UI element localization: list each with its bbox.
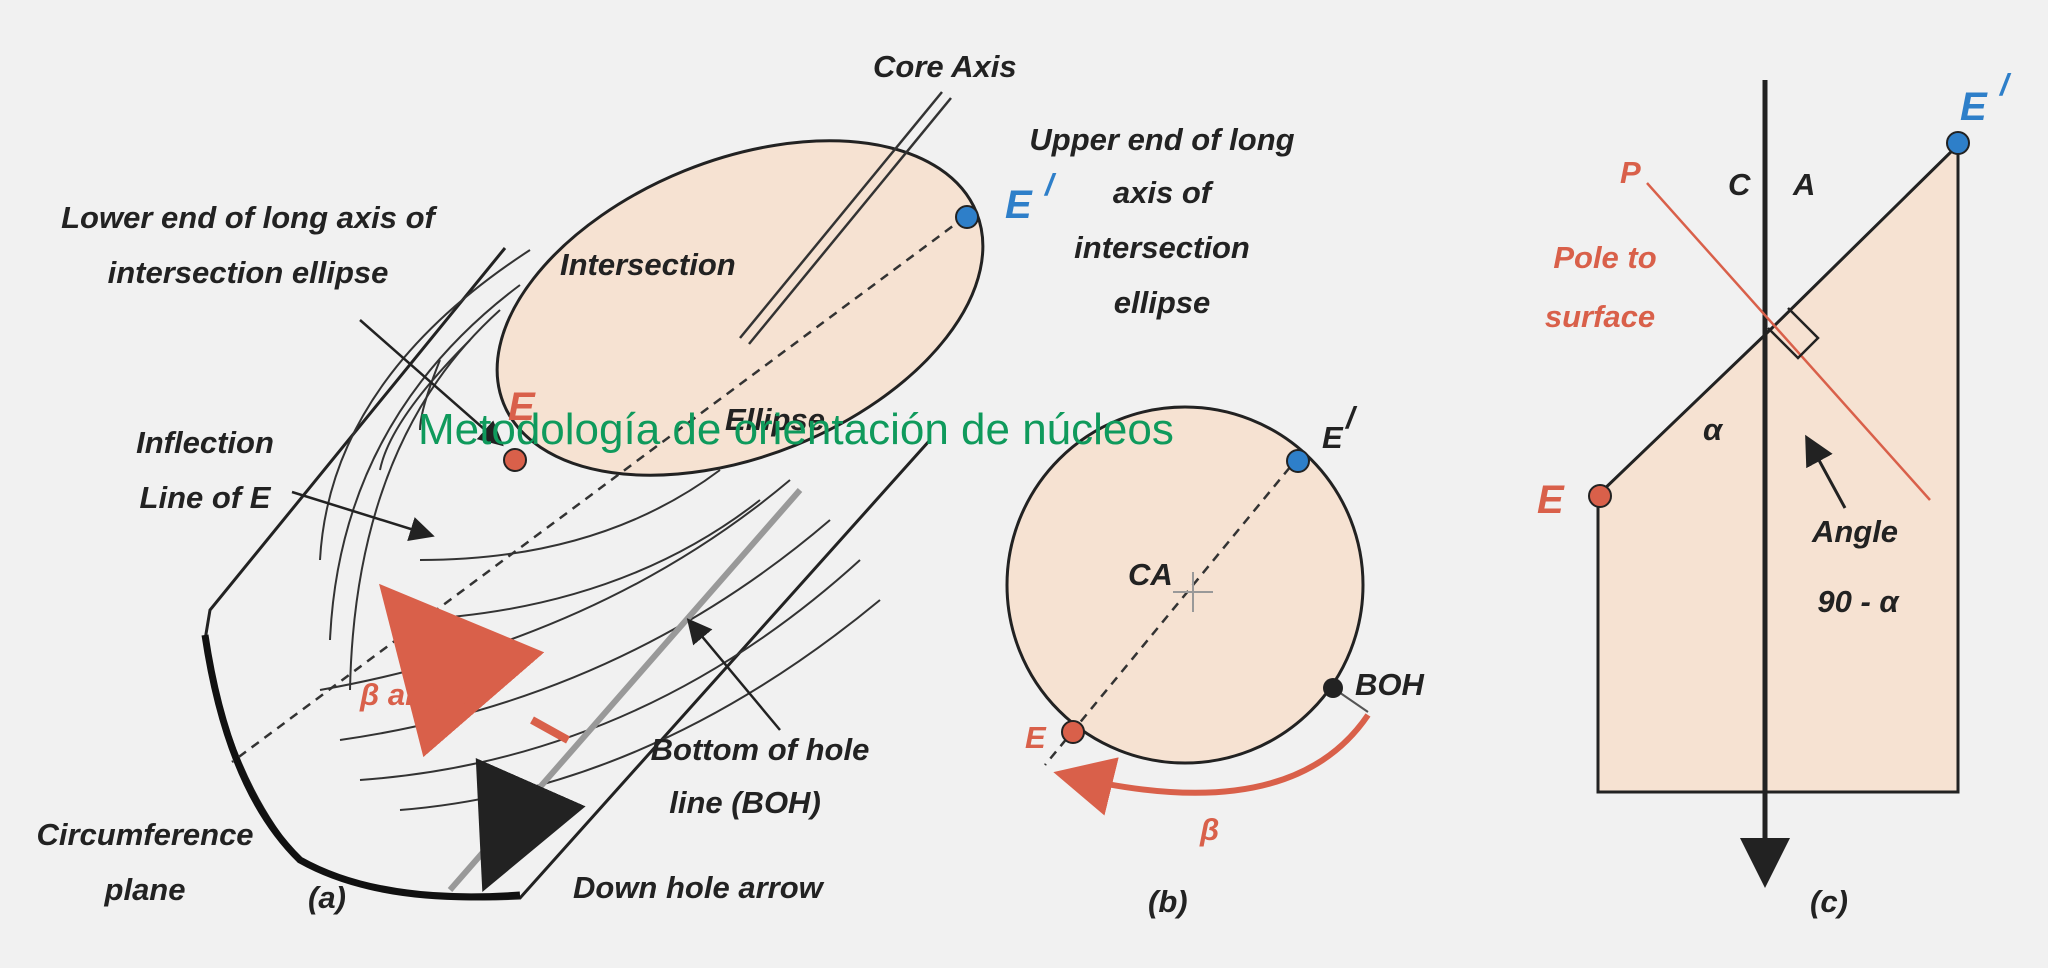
circumference-arcs bbox=[319, 249, 881, 811]
point-e-prime-b bbox=[1286, 449, 1310, 473]
ellipse-label: Ellipse bbox=[725, 402, 825, 437]
right-angle-mark bbox=[1767, 307, 1820, 360]
e-prime-mark-a: / bbox=[1043, 167, 1057, 202]
panel-a: Core Axis Upper end of long axis of inte… bbox=[36, 49, 1294, 915]
core-axis-line-2 bbox=[748, 97, 952, 345]
beta-tick bbox=[530, 716, 570, 744]
e-prime-mark-b: / bbox=[1344, 400, 1358, 435]
pointer-lower-end bbox=[359, 319, 504, 447]
upper-end-line-4: ellipse bbox=[1114, 285, 1211, 320]
down-hole-arrow bbox=[475, 757, 586, 892]
panel-b-label: (b) bbox=[1148, 884, 1188, 919]
e-label-a: E bbox=[508, 385, 536, 429]
upper-end-line-3: intersection bbox=[1074, 230, 1250, 265]
e-prime-label-c: E bbox=[1960, 85, 1988, 129]
down-hole-arrow-label: Down hole arrow bbox=[573, 870, 825, 905]
boh-line-2: line (BOH) bbox=[669, 785, 821, 820]
point-e-b bbox=[1061, 720, 1085, 744]
beta-angle-label: β angle bbox=[359, 677, 469, 712]
long-axis-dashed bbox=[231, 215, 966, 764]
beta-arc-b bbox=[1053, 713, 1371, 816]
panel-c: E / P C A Pole to surface α E Angle 90 -… bbox=[1537, 67, 2012, 919]
point-e-a bbox=[503, 448, 527, 472]
e-prime-label-b: E bbox=[1322, 420, 1344, 455]
upper-end-line-2: axis of bbox=[1113, 175, 1214, 210]
boh-line-1: Bottom of hole bbox=[651, 732, 870, 767]
beta-label-b: β bbox=[1199, 812, 1219, 847]
core-axis-label: Core Axis bbox=[873, 49, 1017, 84]
e-label-c: E bbox=[1537, 478, 1565, 522]
circumference-line-2: plane bbox=[104, 872, 186, 907]
overlay-title: Metodología de orientación de núcleos bbox=[418, 405, 1174, 454]
pointer-inflection bbox=[291, 490, 435, 541]
angle-line-1: Angle bbox=[1811, 514, 1898, 549]
e-label-b: E bbox=[1025, 720, 1047, 755]
intersection-label: Intersection bbox=[560, 247, 736, 282]
inflection-line-1: Inflection bbox=[136, 425, 274, 460]
beta-angle-arrow bbox=[379, 583, 545, 758]
point-e-prime-c bbox=[1946, 131, 1970, 155]
intersection-ellipse bbox=[495, 139, 985, 477]
angle-line-2: 90 - α bbox=[1817, 584, 1900, 619]
core-bottom-edge bbox=[201, 634, 521, 901]
ca-label: CA bbox=[1128, 557, 1173, 592]
diameter-dashed-b bbox=[1044, 454, 1301, 766]
angle-pointer bbox=[1805, 434, 1847, 509]
pole-line-1: Pole to bbox=[1553, 240, 1656, 275]
pole-line-2: surface bbox=[1545, 299, 1655, 334]
pole-line bbox=[1646, 182, 1931, 501]
lower-end-line-2: intersection ellipse bbox=[108, 255, 389, 290]
p-label: P bbox=[1620, 155, 1641, 190]
point-boh-b bbox=[1323, 678, 1343, 698]
circumference-line-1: Circumference bbox=[36, 817, 253, 852]
core-axis-line bbox=[739, 91, 943, 339]
lower-end-line-1: Lower end of long axis of bbox=[61, 200, 437, 235]
panel-b: E / CA BOH E β (b) bbox=[1005, 400, 1425, 919]
boh-label: BOH bbox=[1355, 667, 1425, 702]
panel-c-label: (c) bbox=[1810, 884, 1848, 919]
panel-a-label: (a) bbox=[308, 880, 346, 915]
upper-end-line-1: Upper end of long bbox=[1029, 122, 1294, 157]
e-prime-mark-c: / bbox=[1998, 67, 2012, 102]
point-e-c bbox=[1588, 484, 1612, 508]
pointer-boh bbox=[686, 618, 781, 731]
point-e-prime-a bbox=[955, 205, 979, 229]
e-prime-label-a: E bbox=[1005, 183, 1033, 227]
inflection-line-2: Line of E bbox=[140, 480, 272, 515]
c-label: C bbox=[1728, 167, 1751, 202]
a-label: A bbox=[1792, 167, 1815, 202]
core-circle-b bbox=[1005, 405, 1365, 765]
pentagon-shape bbox=[1596, 141, 1960, 794]
alpha-label: α bbox=[1703, 412, 1724, 447]
